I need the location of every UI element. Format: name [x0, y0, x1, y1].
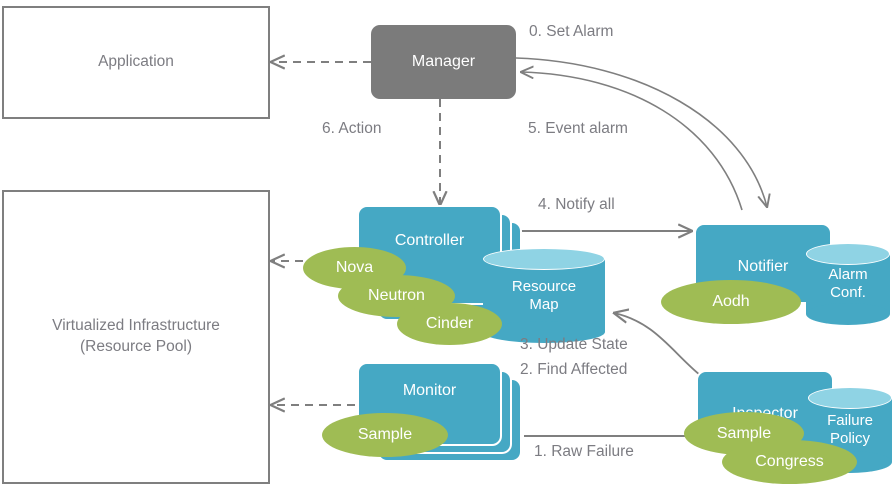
cylinder-bottom	[806, 303, 890, 325]
tag-aodh-label: Aodh	[712, 293, 750, 310]
flow-label-step6: 6. Action	[322, 120, 382, 137]
tag-cinder-label: Cinder	[425, 315, 474, 332]
tag-monitor-sample[interactable]: Sample	[322, 413, 448, 457]
alarm-conf-label: Alarm Conf.	[806, 243, 890, 325]
tag-monitor-sample-label: Sample	[357, 426, 413, 443]
tag-cinder[interactable]: Cinder	[397, 303, 502, 345]
monitor-label: Monitor	[402, 382, 457, 399]
flow-label-step2: 2. Find Affected	[520, 361, 628, 378]
cylinder-top	[808, 387, 892, 409]
resource-map-label: Resource Map	[483, 248, 605, 343]
edge-set-alarm	[515, 57, 767, 207]
infrastructure-box[interactable]: Virtualized Infrastructure (Resource Poo…	[2, 190, 270, 484]
alarm-conf-label-line1: Alarm	[828, 266, 868, 283]
tag-nova-label: Nova	[335, 259, 374, 276]
application-box[interactable]: Application	[2, 6, 270, 119]
failure-policy-label-line1: Failure	[827, 412, 873, 429]
notifier-label: Notifier	[737, 257, 789, 275]
flow-label-step1: 1. Raw Failure	[534, 443, 634, 460]
resource-map-label-line1: Resource	[511, 277, 577, 295]
manager-label: Manager	[411, 53, 476, 70]
flow-label-step0: 0. Set Alarm	[529, 23, 614, 40]
failure-policy-label: Failure Policy	[808, 387, 892, 473]
tag-neutron-label: Neutron	[368, 287, 425, 304]
tag-aodh[interactable]: Aodh	[661, 280, 801, 324]
edge-event-alarm	[521, 72, 743, 211]
infrastructure-label-group: Virtualized Infrastructure (Resource Poo…	[52, 316, 220, 358]
infrastructure-label-line2: (Resource Pool)	[80, 338, 192, 355]
edge-update-state	[614, 313, 701, 376]
flow-label-step3: 3. Update State	[520, 336, 628, 353]
flow-label-step4: 4. Notify all	[538, 196, 615, 213]
cylinder-top	[806, 243, 890, 265]
cylinder-top	[483, 248, 605, 270]
controller-label: Controller	[394, 232, 465, 249]
alarm-conf-cylinder[interactable]: Alarm Conf.	[806, 243, 890, 325]
manager-box[interactable]: Manager	[371, 25, 516, 99]
cylinder-bottom	[483, 321, 605, 343]
application-label: Application	[98, 53, 174, 71]
failure-policy-label-line2: Policy	[829, 430, 870, 447]
infrastructure-label-line1: Virtualized Infrastructure	[52, 317, 220, 335]
alarm-conf-label-line2: Conf.	[830, 284, 866, 301]
resource-map-label-line2: Map	[529, 295, 559, 313]
resource-map-cylinder[interactable]: Resource Map	[483, 248, 605, 343]
tag-congress-label: Congress	[755, 453, 824, 470]
flow-label-step5: 5. Event alarm	[528, 120, 628, 137]
cylinder-body	[483, 259, 605, 332]
tag-congress[interactable]: Congress	[722, 440, 857, 484]
tag-inspector-sample-label: Sample	[716, 424, 772, 442]
